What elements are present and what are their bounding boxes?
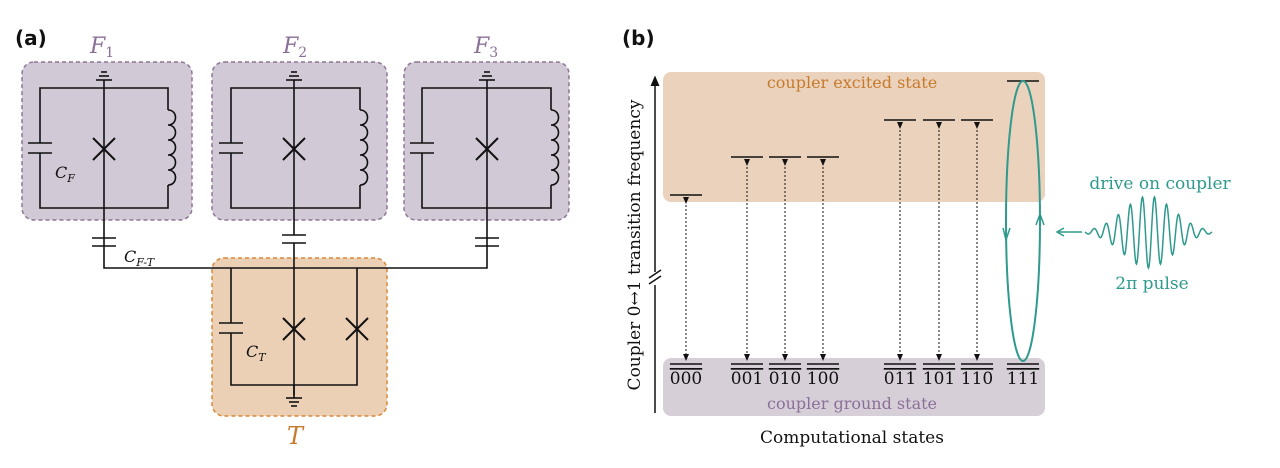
fluxonium-3-ground bbox=[479, 71, 495, 88]
excited-band bbox=[663, 72, 1045, 202]
state-label-001: 001 bbox=[731, 369, 763, 389]
transmon-title: T bbox=[287, 422, 305, 450]
state-label-011: 011 bbox=[884, 369, 916, 389]
state-label-111: 111 bbox=[1007, 369, 1039, 389]
energy-levels: 000 001 010 100 011 101 110 111 bbox=[670, 80, 1039, 389]
fluxonium-2-title: F2 bbox=[282, 34, 307, 61]
drive-arrow bbox=[1055, 227, 1082, 237]
drive-loop bbox=[1002, 80, 1045, 362]
panel-a-label: (a) bbox=[15, 26, 47, 50]
fluxonium-2-box bbox=[211, 61, 388, 221]
state-label-100: 100 bbox=[807, 369, 839, 389]
x-axis-label: Computational states bbox=[760, 428, 944, 448]
state-label-010: 010 bbox=[769, 369, 801, 389]
fluxonium-3-title: F3 bbox=[473, 34, 498, 61]
cf-label: CF bbox=[55, 163, 75, 185]
y-axis bbox=[648, 75, 662, 413]
fluxonium-1-title: F1 bbox=[89, 34, 114, 61]
fluxonium-2-circuit bbox=[219, 87, 369, 235]
coupling-network bbox=[92, 234, 499, 395]
fluxonium-2-ground bbox=[286, 71, 302, 88]
fluxonium-1-box bbox=[21, 61, 193, 221]
panel-a: (a) F1 F2 F3 T bbox=[15, 26, 570, 450]
ground-band-label: coupler ground state bbox=[767, 394, 937, 413]
panel-b-label: (b) bbox=[622, 26, 655, 50]
drive-label: drive on coupler bbox=[1089, 174, 1231, 194]
excited-band-label: coupler excited state bbox=[767, 73, 937, 92]
pulse-label: 2π pulse bbox=[1115, 274, 1188, 294]
fluxonium-3-circuit bbox=[410, 87, 560, 248]
ground-band bbox=[663, 358, 1045, 416]
y-axis-label: Coupler 0↔1 transition frequency bbox=[625, 99, 645, 390]
panel-b: (b) coupler excited state coupler ground… bbox=[622, 26, 1232, 448]
cft-label: CF-T bbox=[124, 247, 156, 269]
drive-pulse bbox=[1084, 195, 1213, 270]
transmon-box bbox=[211, 257, 388, 417]
transmon-ground bbox=[286, 385, 302, 407]
state-label-110: 110 bbox=[961, 369, 993, 389]
state-label-000: 000 bbox=[670, 369, 702, 389]
ct-label: CT bbox=[246, 342, 267, 364]
fluxonium-1-circuit bbox=[28, 87, 177, 248]
state-label-101: 101 bbox=[923, 369, 955, 389]
fluxonium-1-ground bbox=[96, 71, 112, 88]
